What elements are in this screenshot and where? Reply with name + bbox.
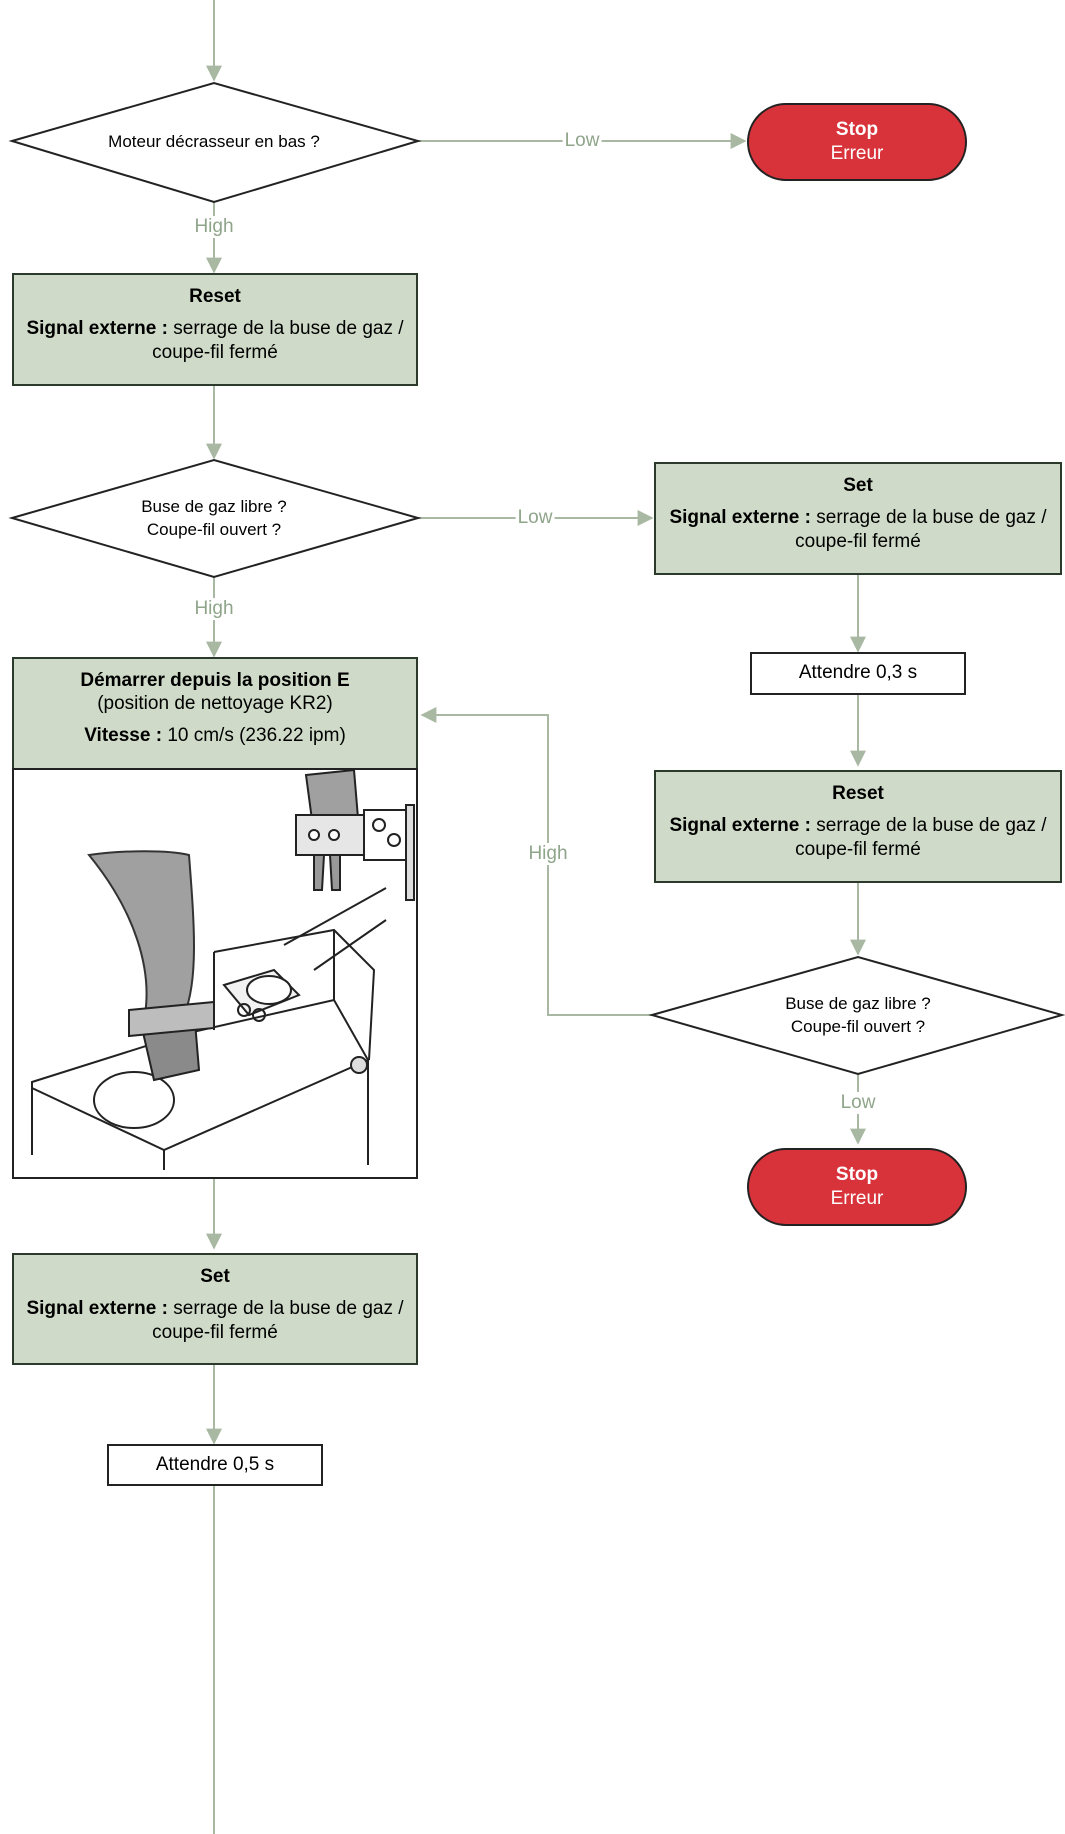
decision-diamond-2 xyxy=(8,458,422,579)
cleaning-station-illustration-panel xyxy=(12,768,418,1179)
set-1-signal: Signal externe : serrage de la buse de g… xyxy=(656,506,1060,554)
set-2-signal: Signal externe : serrage de la buse de g… xyxy=(14,1297,416,1345)
edge-label-high-loop: High xyxy=(526,843,570,865)
reset-box-1: Reset Signal externe : serrage de la bus… xyxy=(12,273,418,386)
edge-label-high-2: High xyxy=(192,598,236,620)
stop-2-title: Stop xyxy=(835,1164,879,1185)
stop-terminal-1: Stop Erreur xyxy=(747,103,967,181)
decision-2-text: Buse de gaz libre ? Coupe-fil ouvert ? xyxy=(70,495,358,541)
set-2-signal-text: serrage de la buse de gaz / coupe-fil fe… xyxy=(152,1298,404,1343)
reset-1-title: Reset xyxy=(189,286,241,307)
start-position-box: Démarrer depuis la position E (position … xyxy=(12,657,418,770)
stop-2-sub: Erreur xyxy=(830,1188,884,1209)
wait-box-1: Attendre 0,3 s xyxy=(750,652,966,695)
edge-label-low-1: Low xyxy=(562,130,602,152)
wait-box-2: Attendre 0,5 s xyxy=(107,1444,323,1486)
decision-2-line-2: Coupe-fil ouvert ? xyxy=(146,520,282,539)
start-speed-label: Vitesse : xyxy=(84,725,163,746)
reset-2-signal: Signal externe : serrage de la buse de g… xyxy=(656,814,1060,862)
reset-1-signal: Signal externe : serrage de la buse de g… xyxy=(14,317,416,365)
set-1-signal-text: serrage de la buse de gaz / coupe-fil fe… xyxy=(795,507,1047,552)
set-2-signal-label: Signal externe : xyxy=(26,1298,168,1319)
decision-3-line-1: Buse de gaz libre ? xyxy=(785,994,931,1013)
reset-1-signal-text: serrage de la buse de gaz / coupe-fil fe… xyxy=(152,318,404,363)
edge-label-high-1: High xyxy=(192,216,236,238)
torch-cleaning-station-illustration xyxy=(31,770,415,1170)
decision-3-text: Buse de gaz libre ? Coupe-fil ouvert ? xyxy=(714,992,1002,1038)
decision-diamond-1 xyxy=(8,81,422,204)
set-box-2: Set Signal externe : serrage de la buse … xyxy=(12,1253,418,1365)
stop-terminal-2: Stop Erreur xyxy=(747,1148,967,1226)
set-1-signal-label: Signal externe : xyxy=(669,507,811,528)
decision-3-line-2: Coupe-fil ouvert ? xyxy=(790,1017,926,1036)
start-speed-value: 10 cm/s (236.22 ipm) xyxy=(167,725,346,746)
start-title: Démarrer depuis la position E xyxy=(80,670,350,691)
edge-label-low-3: Low xyxy=(838,1092,878,1114)
set-1-title: Set xyxy=(843,475,873,496)
decision-diamond-3 xyxy=(648,955,1065,1076)
decision-1-text: Moteur décrasseur en bas ? xyxy=(108,132,320,151)
start-speed: Vitesse : 10 cm/s (236.22 ipm) xyxy=(14,724,416,747)
set-2-title: Set xyxy=(200,1266,230,1287)
reset-box-2: Reset Signal externe : serrage de la bus… xyxy=(654,770,1062,883)
decision-2-line-1: Buse de gaz libre ? xyxy=(141,497,287,516)
reset-2-title: Reset xyxy=(832,783,884,804)
stop-1-title: Stop xyxy=(835,119,879,140)
edge-label-low-2: Low xyxy=(515,507,555,529)
set-box-1: Set Signal externe : serrage de la buse … xyxy=(654,462,1062,575)
connector-d3-loop xyxy=(420,707,652,1016)
reset-1-signal-label: Signal externe : xyxy=(26,318,168,339)
start-subtitle: (position de nettoyage KR2) xyxy=(97,693,333,714)
stop-1-sub: Erreur xyxy=(830,143,884,164)
reset-2-signal-text: serrage de la buse de gaz / coupe-fil fe… xyxy=(795,815,1047,860)
reset-2-signal-label: Signal externe : xyxy=(669,815,811,836)
